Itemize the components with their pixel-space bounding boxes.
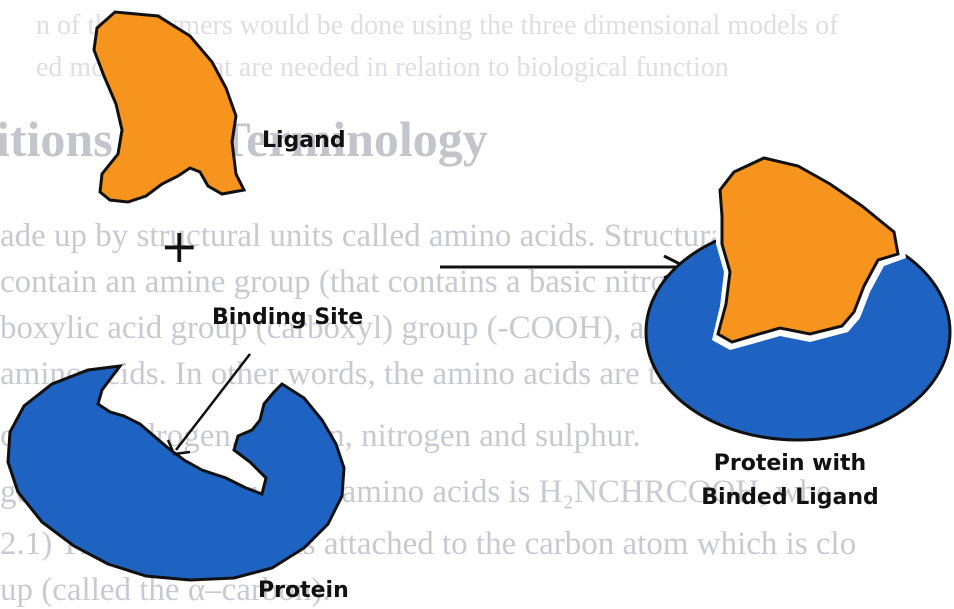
protein-shape [8, 366, 344, 580]
result-label-line1: Protein with [680, 449, 900, 479]
ligand-label: Ligand [262, 126, 346, 156]
ligand-shape [94, 12, 244, 202]
result-label-line2: Binded Ligand [672, 483, 908, 513]
binding-site-label: Binding Site [212, 303, 363, 333]
protein-label: Protein [258, 576, 349, 606]
plus-sign: + [160, 219, 199, 273]
